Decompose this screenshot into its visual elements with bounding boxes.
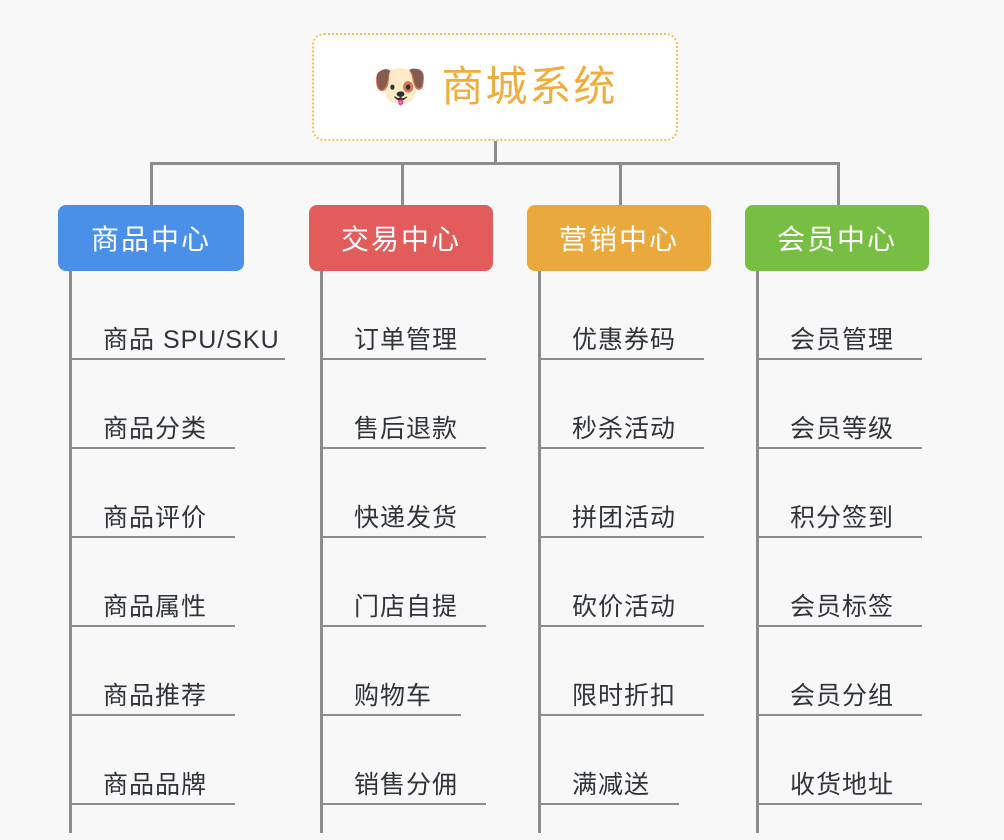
list-item[interactable]: 会员等级 [756,360,922,449]
category-column-product-center: 商品中心 商品 SPU/SKU 商品分类 商品评价 商品属性 商品推荐 商品品牌 [58,205,285,833]
category-item-list-product-center: 商品 SPU/SKU 商品分类 商品评价 商品属性 商品推荐 商品品牌 [69,271,285,805]
list-item-label: 优惠券码 [572,325,677,354]
column-trunk [69,271,72,833]
list-item-label: 砍价活动 [572,592,677,621]
category-item-list-trade-center: 订单管理 售后退款 快递发货 门店自提 购物车 销售分佣 [320,271,486,805]
connector-drop-1 [150,162,153,207]
list-item-label: 门店自提 [354,592,459,621]
list-item[interactable]: 商品推荐 [69,627,235,716]
list-item-label: 积分签到 [790,503,895,532]
list-item-label: 会员分组 [790,681,895,710]
connector-drop-2 [401,162,404,207]
column-trunk [756,271,759,833]
list-item[interactable]: 砍价活动 [538,538,704,627]
list-item[interactable]: 商品属性 [69,538,235,627]
list-item-label: 拼团活动 [572,503,677,532]
list-item-label: 商品分类 [103,414,208,443]
category-header-product-center[interactable]: 商品中心 [58,205,244,271]
list-item[interactable]: 会员管理 [756,271,922,360]
root-node[interactable]: 🐶 商城系统 [312,33,678,141]
category-column-trade-center: 交易中心 订单管理 售后退款 快递发货 门店自提 购物车 销售分佣 [309,205,493,833]
category-item-list-marketing-center: 优惠券码 秒杀活动 拼团活动 砍价活动 限时折扣 满减送 [538,271,704,805]
root-title: 商城系统 [441,63,618,110]
list-item[interactable]: 满减送 [538,716,679,805]
list-item[interactable]: 收货地址 [756,716,922,805]
list-item[interactable]: 商品 SPU/SKU [69,271,285,360]
column-trunk [538,271,541,833]
category-header-marketing-center[interactable]: 营销中心 [527,205,711,271]
list-item-label: 会员管理 [790,325,895,354]
list-item[interactable]: 门店自提 [320,538,486,627]
list-item-label: 限时折扣 [572,681,677,710]
list-item-label: 商品品牌 [103,770,208,799]
category-item-list-member-center: 会员管理 会员等级 积分签到 会员标签 会员分组 收货地址 [756,271,922,805]
list-item-label: 商品属性 [103,592,208,621]
list-item[interactable]: 商品评价 [69,449,235,538]
list-item-label: 会员等级 [790,414,895,443]
list-item[interactable]: 商品分类 [69,360,235,449]
list-item-label: 快递发货 [354,503,459,532]
list-item-label: 商品 SPU/SKU [103,325,280,354]
column-trunk [320,271,323,833]
list-item-label: 订单管理 [354,325,459,354]
list-item-label: 会员标签 [790,592,895,621]
list-item-label: 商品推荐 [103,681,208,710]
connector-drop-4 [837,162,840,207]
connector-drop-3 [619,162,622,207]
dog-face-icon: 🐶 [372,62,428,111]
list-item-label: 购物车 [354,681,433,710]
list-item[interactable]: 拼团活动 [538,449,704,538]
list-item[interactable]: 秒杀活动 [538,360,704,449]
category-column-marketing-center: 营销中心 优惠券码 秒杀活动 拼团活动 砍价活动 限时折扣 满减送 [527,205,711,833]
category-header-member-center[interactable]: 会员中心 [745,205,929,271]
list-item[interactable]: 商品品牌 [69,716,235,805]
category-title: 营销中心 [558,224,679,255]
list-item[interactable]: 售后退款 [320,360,486,449]
list-item[interactable]: 订单管理 [320,271,486,360]
list-item[interactable]: 积分签到 [756,449,922,538]
list-item-label: 商品评价 [103,503,208,532]
list-item[interactable]: 销售分佣 [320,716,486,805]
list-item[interactable]: 会员标签 [756,538,922,627]
list-item[interactable]: 优惠券码 [538,271,704,360]
category-title: 交易中心 [340,224,461,255]
list-item[interactable]: 会员分组 [756,627,922,716]
list-item-label: 秒杀活动 [572,414,677,443]
list-item[interactable]: 购物车 [320,627,461,716]
connector-root-stem [494,141,497,165]
list-item-label: 售后退款 [354,414,459,443]
category-column-member-center: 会员中心 会员管理 会员等级 积分签到 会员标签 会员分组 收货地址 [745,205,929,833]
list-item-label: 收货地址 [790,770,895,799]
list-item[interactable]: 限时折扣 [538,627,704,716]
connector-horizontal-bus [150,162,840,165]
list-item-label: 满减送 [572,770,651,799]
list-item[interactable]: 快递发货 [320,449,486,538]
category-header-trade-center[interactable]: 交易中心 [309,205,493,271]
category-title: 商品中心 [90,224,211,255]
list-item-label: 销售分佣 [354,770,459,799]
category-title: 会员中心 [776,224,897,255]
